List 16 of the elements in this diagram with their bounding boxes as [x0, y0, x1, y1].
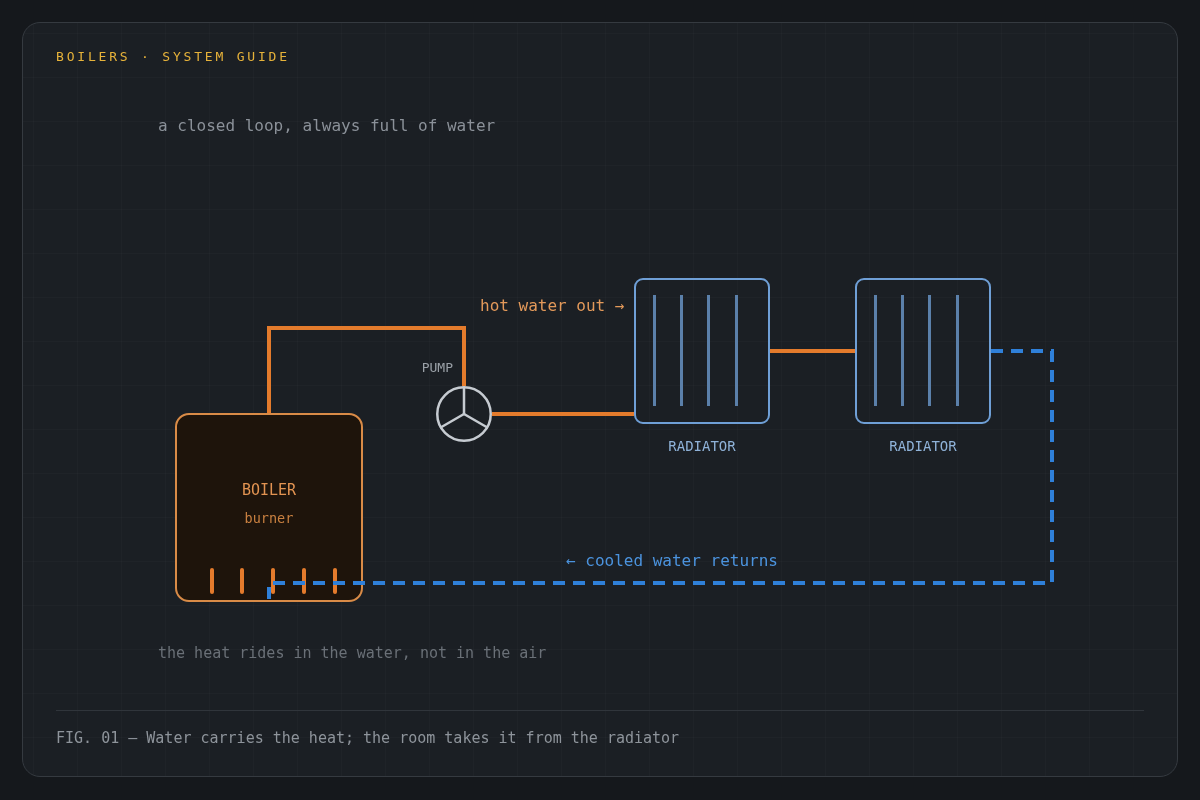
node-label: PUMP — [421, 359, 453, 377]
node-label: RADIATOR — [889, 437, 957, 455]
note-text: a closed loop, always full of water — [158, 116, 496, 136]
node-label: BOILER — [241, 480, 297, 500]
pipe — [770, 349, 855, 353]
node-sublabel: burner — [244, 509, 294, 527]
dashed-pipe — [267, 349, 1054, 602]
pipe — [492, 412, 634, 416]
boiler-box — [175, 413, 363, 602]
flow-label: hot water out → — [480, 296, 625, 316]
node-label: RADIATOR — [668, 437, 736, 455]
flow-label: ← cooled water returns — [566, 551, 778, 571]
diagram-title: BOILERS · SYSTEM GUIDE — [56, 48, 290, 66]
pipe — [267, 326, 466, 413]
note-text: the heat rides in the water, not in the air — [158, 643, 547, 663]
figure-caption: FIG. 01 — Water carries the heat; the room takes it from the radiator — [56, 728, 680, 748]
